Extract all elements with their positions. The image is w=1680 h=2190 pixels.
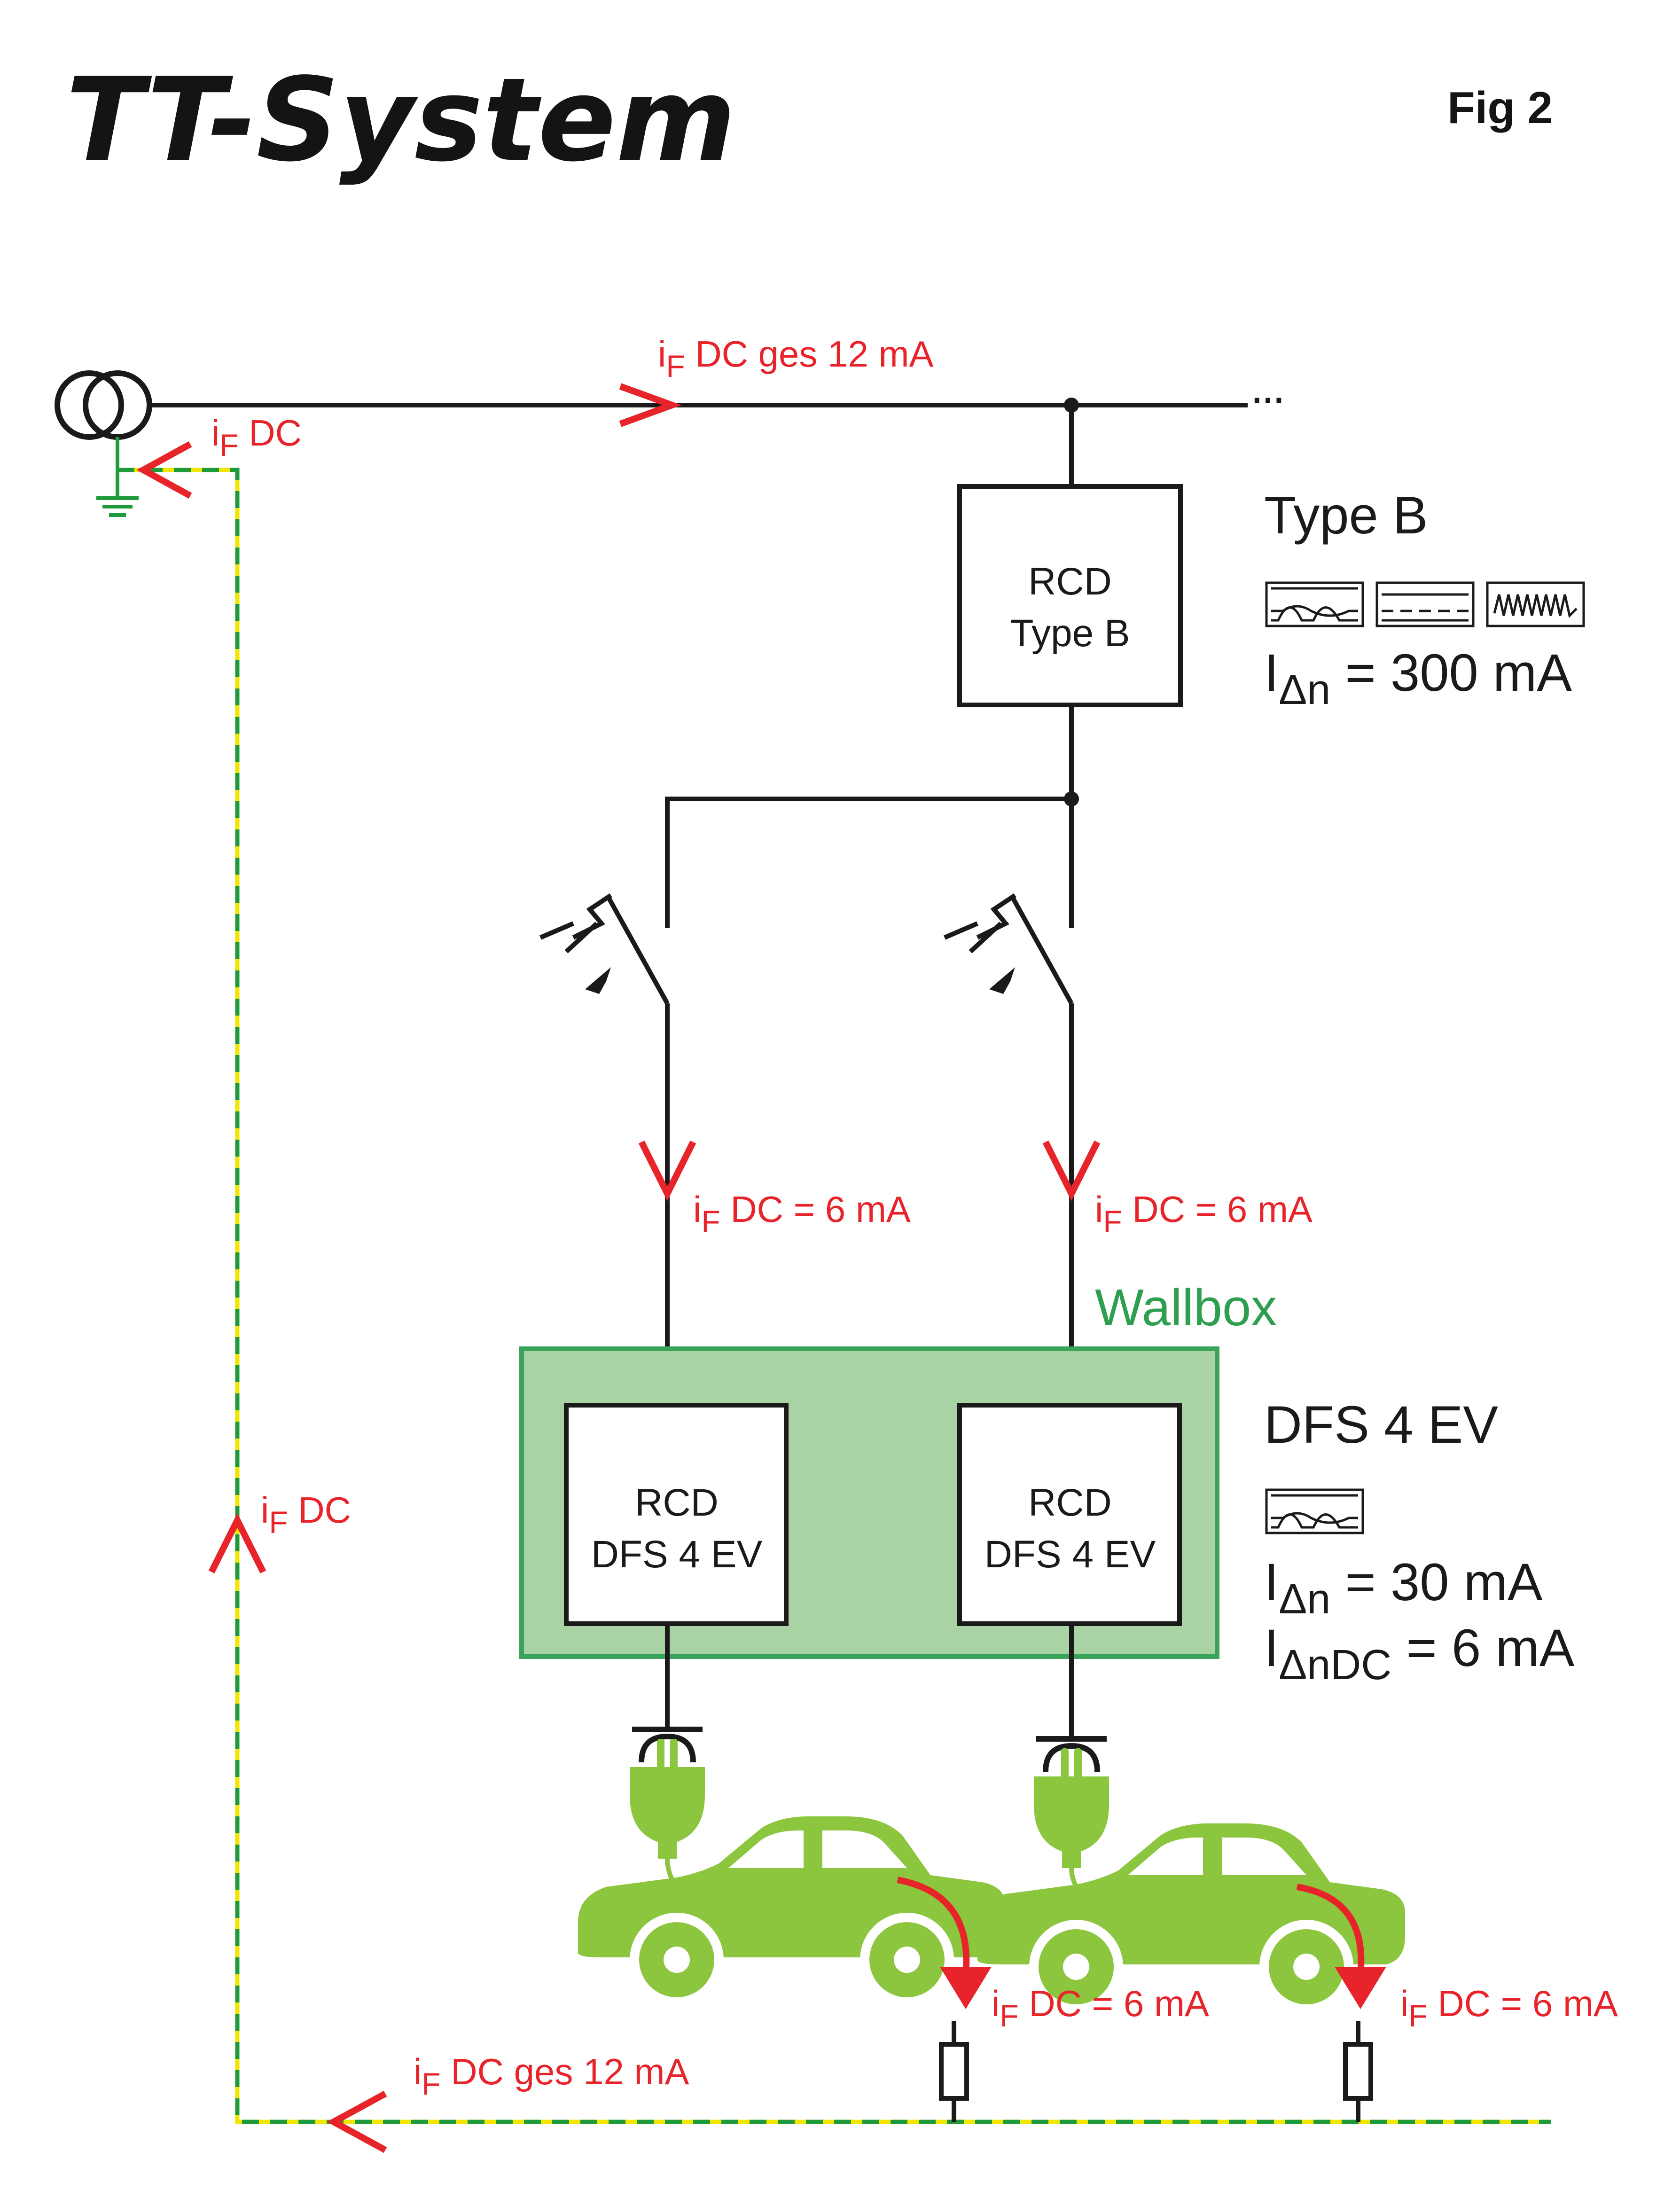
fault-current-arrow-right [1296,1884,1386,2009]
rcd-dfs-left-box [564,1403,789,1626]
current-label-branch-left: iF DC = 6 mA [693,1189,911,1239]
current-label-left: iF DC [261,1489,351,1540]
rcd-dfs-right-box [957,1403,1182,1626]
current-arrow-top [619,383,682,427]
rcd-type-b-box [957,484,1183,707]
protective-earth-conductor [117,468,1551,2124]
current-arrow-earth [136,441,192,499]
rcd-type-b-line1: RCD [1028,560,1112,603]
rcd-dfs-right-line2: DFS 4 EV [985,1533,1156,1576]
current-label-branch-right: iF DC = 6 mA [1095,1189,1313,1239]
dfs-rating-2: IΔnDC = 6 mA [1264,1619,1575,1689]
fault-current-arrow-left [897,1877,992,2009]
socket-icon [1036,1739,1107,1772]
current-arrow-branch-left [638,1140,696,1201]
rcd-dfs-left-line1: RCD [635,1481,719,1524]
circuit-breaker-icon [540,895,667,1079]
rcd-dfs-left-line2: DFS 4 EV [591,1533,763,1576]
hf-waveform-icon [1486,581,1585,627]
current-label-top: iF DC ges 12 mA [658,333,934,383]
current-arrow-bottom [327,2090,387,2153]
current-arrow-left [208,1513,266,1574]
breaker-arrowhead [585,967,1015,994]
ac-pulsed-waveform-icon [1265,1488,1364,1534]
current-arrow-branch-right [1042,1140,1101,1201]
page-title: TT-System [66,53,736,187]
rcd-dfs-right-line1: RCD [1028,1481,1112,1524]
figure-label: Fig 2 [1447,83,1553,133]
current-label-bottom: iF DC ges 12 mA [414,2051,689,2101]
current-label-car-left: iF DC = 6 mA [992,1983,1209,2033]
wallbox-label: Wallbox [1095,1279,1277,1337]
socket-icon [632,1729,703,1762]
resistor-icon [1343,2021,1373,2122]
branch-bus [665,797,1071,928]
dfs-rating-1: IΔn = 30 mA [1264,1553,1543,1623]
dc-waveform-icon [1375,581,1475,627]
rcd-type-b-line2: Type B [1010,612,1130,655]
dfs-heading: DFS 4 EV [1264,1395,1498,1454]
continuation-dots: ··· [1252,382,1285,418]
earth-ground-icon [96,437,139,517]
type-b-rating: IΔn = 300 mA [1264,643,1572,713]
current-label-car-right: iF DC = 6 mA [1400,1983,1618,2033]
type-b-heading: Type B [1264,486,1428,545]
resistor-icon [939,2021,969,2122]
car-icon [578,1816,1006,2007]
circuit-breaker-icon [945,895,1071,1079]
current-label-earth: iF DC [211,412,302,462]
ac-pulsed-waveform-icon [1265,581,1364,627]
transformer-icon [55,370,152,440]
